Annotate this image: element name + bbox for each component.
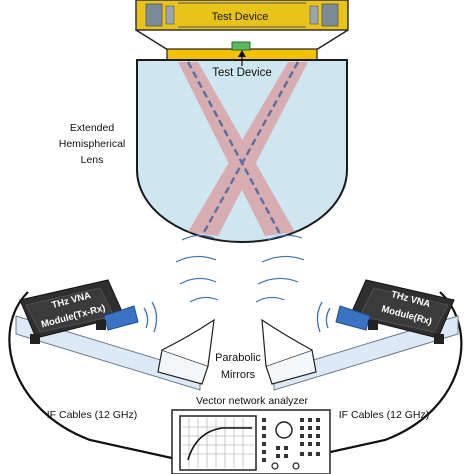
vna-label: Vector network analyzer xyxy=(196,395,309,407)
lens-label-line1: Extended xyxy=(70,122,115,134)
left-module-waves xyxy=(143,301,158,333)
lens-label-line3: Lens xyxy=(81,154,104,166)
wavefronts-center xyxy=(175,234,305,303)
test-device-lens-label: Test Device xyxy=(212,67,271,79)
right-module-waves xyxy=(316,301,331,333)
vector-network-analyzer xyxy=(171,409,331,474)
lens-label-line2: Hemispherical xyxy=(59,138,126,150)
mirrors-label-line2: Mirrors xyxy=(221,369,256,381)
mirrors-label-line1: Parabolic xyxy=(215,352,261,364)
if-cable-loop xyxy=(8,291,463,464)
left-rail xyxy=(15,315,201,391)
beam-paths xyxy=(178,62,308,236)
top-test-device: Test Device xyxy=(135,0,349,31)
test-device-top-label: Test Device xyxy=(212,11,269,23)
if-cables-right-label: IF Cables (12 GHz) xyxy=(339,409,429,421)
left-parabolic-mirror xyxy=(157,318,215,385)
right-rail xyxy=(273,315,459,391)
left-module: THz VNA Module(Tx-Rx) xyxy=(19,279,139,344)
right-module: THz VNA Module(Rx) xyxy=(335,279,455,344)
vna-ports xyxy=(271,462,300,470)
vna-screen-trace xyxy=(187,427,252,461)
vna-button-column-left xyxy=(262,418,266,462)
right-parabolic-mirror xyxy=(261,318,317,385)
vna-keypad xyxy=(276,418,320,458)
device-arrow xyxy=(238,50,246,66)
vna-knob xyxy=(275,421,293,439)
if-cables-left-label: IF Cables (12 GHz) xyxy=(47,409,137,421)
